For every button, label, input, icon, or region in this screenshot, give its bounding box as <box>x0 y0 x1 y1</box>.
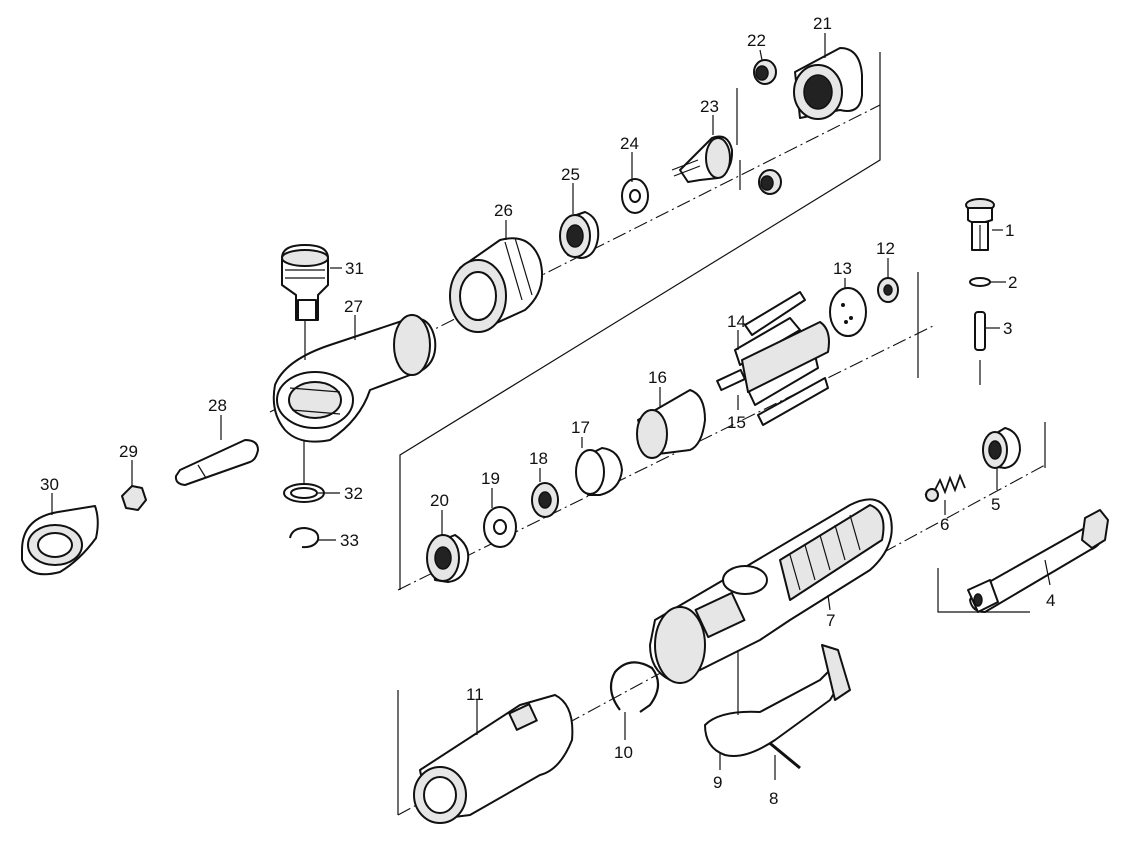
part-28-pin <box>174 439 259 486</box>
callout-31: 31 <box>345 259 364 278</box>
callout-29: 29 <box>119 442 138 461</box>
callout-7: 7 <box>826 611 835 630</box>
part-18-bearing <box>531 482 559 518</box>
part-31-anvil <box>281 244 329 360</box>
callout-18: 18 <box>529 449 548 468</box>
part-4-inlet <box>967 509 1109 613</box>
part-12-bearing <box>877 277 899 303</box>
callout-4: 4 <box>1046 591 1055 610</box>
callout-26: 26 <box>494 201 513 220</box>
part-20-bearing <box>426 534 470 583</box>
part-33-circlip <box>289 526 320 549</box>
part-29-nut <box>121 485 147 511</box>
callout-labels: 1 2 3 4 5 6 7 8 9 10 11 12 13 14 15 16 1… <box>40 14 1055 808</box>
part-5-nut <box>982 427 1021 469</box>
part-14-15-rotor <box>716 291 830 426</box>
part-22-gears <box>753 59 782 195</box>
part-1-knob <box>965 198 995 251</box>
callout-8: 8 <box>769 789 778 808</box>
part-2-oring <box>969 277 991 287</box>
callout-10: 10 <box>614 743 633 762</box>
part-30-ring-wrench <box>21 505 99 576</box>
callout-24: 24 <box>620 134 639 153</box>
leader-lines <box>51 33 1051 780</box>
callout-2: 2 <box>1008 273 1017 292</box>
part-16-cylinder <box>636 389 706 459</box>
callout-23: 23 <box>700 97 719 116</box>
callout-19: 19 <box>481 469 500 488</box>
part-24-washer <box>621 178 649 214</box>
callout-20: 20 <box>430 491 449 510</box>
callout-33: 33 <box>340 531 359 550</box>
part-6-valve-spring <box>924 473 966 502</box>
part-17-sleeve <box>575 447 623 496</box>
part-11-exhaust-tube <box>413 694 574 824</box>
callout-22: 22 <box>747 31 766 50</box>
part-10-snap-ring <box>609 661 660 713</box>
callout-14: 14 <box>727 312 746 331</box>
callout-1: 1 <box>1005 221 1014 240</box>
part-32-oring <box>283 483 325 503</box>
callout-3: 3 <box>1003 319 1012 338</box>
callout-17: 17 <box>571 418 590 437</box>
callout-27: 27 <box>344 297 363 316</box>
part-25-bearing <box>559 211 600 259</box>
callout-11: 11 <box>466 685 484 704</box>
part-26-ring-gear <box>449 237 544 333</box>
part-27-ratchet-housing <box>272 314 437 443</box>
callout-28: 28 <box>208 396 227 415</box>
callout-32: 32 <box>344 484 363 503</box>
callout-21: 21 <box>813 14 832 33</box>
part-9-lever <box>704 644 851 757</box>
part-7-handle <box>649 498 893 684</box>
callout-16: 16 <box>648 368 667 387</box>
callout-15: 15 <box>727 413 746 432</box>
part-13-end-plate <box>829 287 867 337</box>
callout-12: 12 <box>876 239 895 258</box>
part-23-carrier <box>671 135 734 183</box>
part-19-washer <box>483 506 517 548</box>
callout-6: 6 <box>940 515 949 534</box>
part-21-housing <box>793 47 863 120</box>
part-3-pin <box>974 311 986 351</box>
callout-25: 25 <box>561 165 580 184</box>
callout-13: 13 <box>833 259 852 278</box>
callout-9: 9 <box>713 773 722 792</box>
callout-5: 5 <box>991 495 1000 514</box>
callout-30: 30 <box>40 475 59 494</box>
